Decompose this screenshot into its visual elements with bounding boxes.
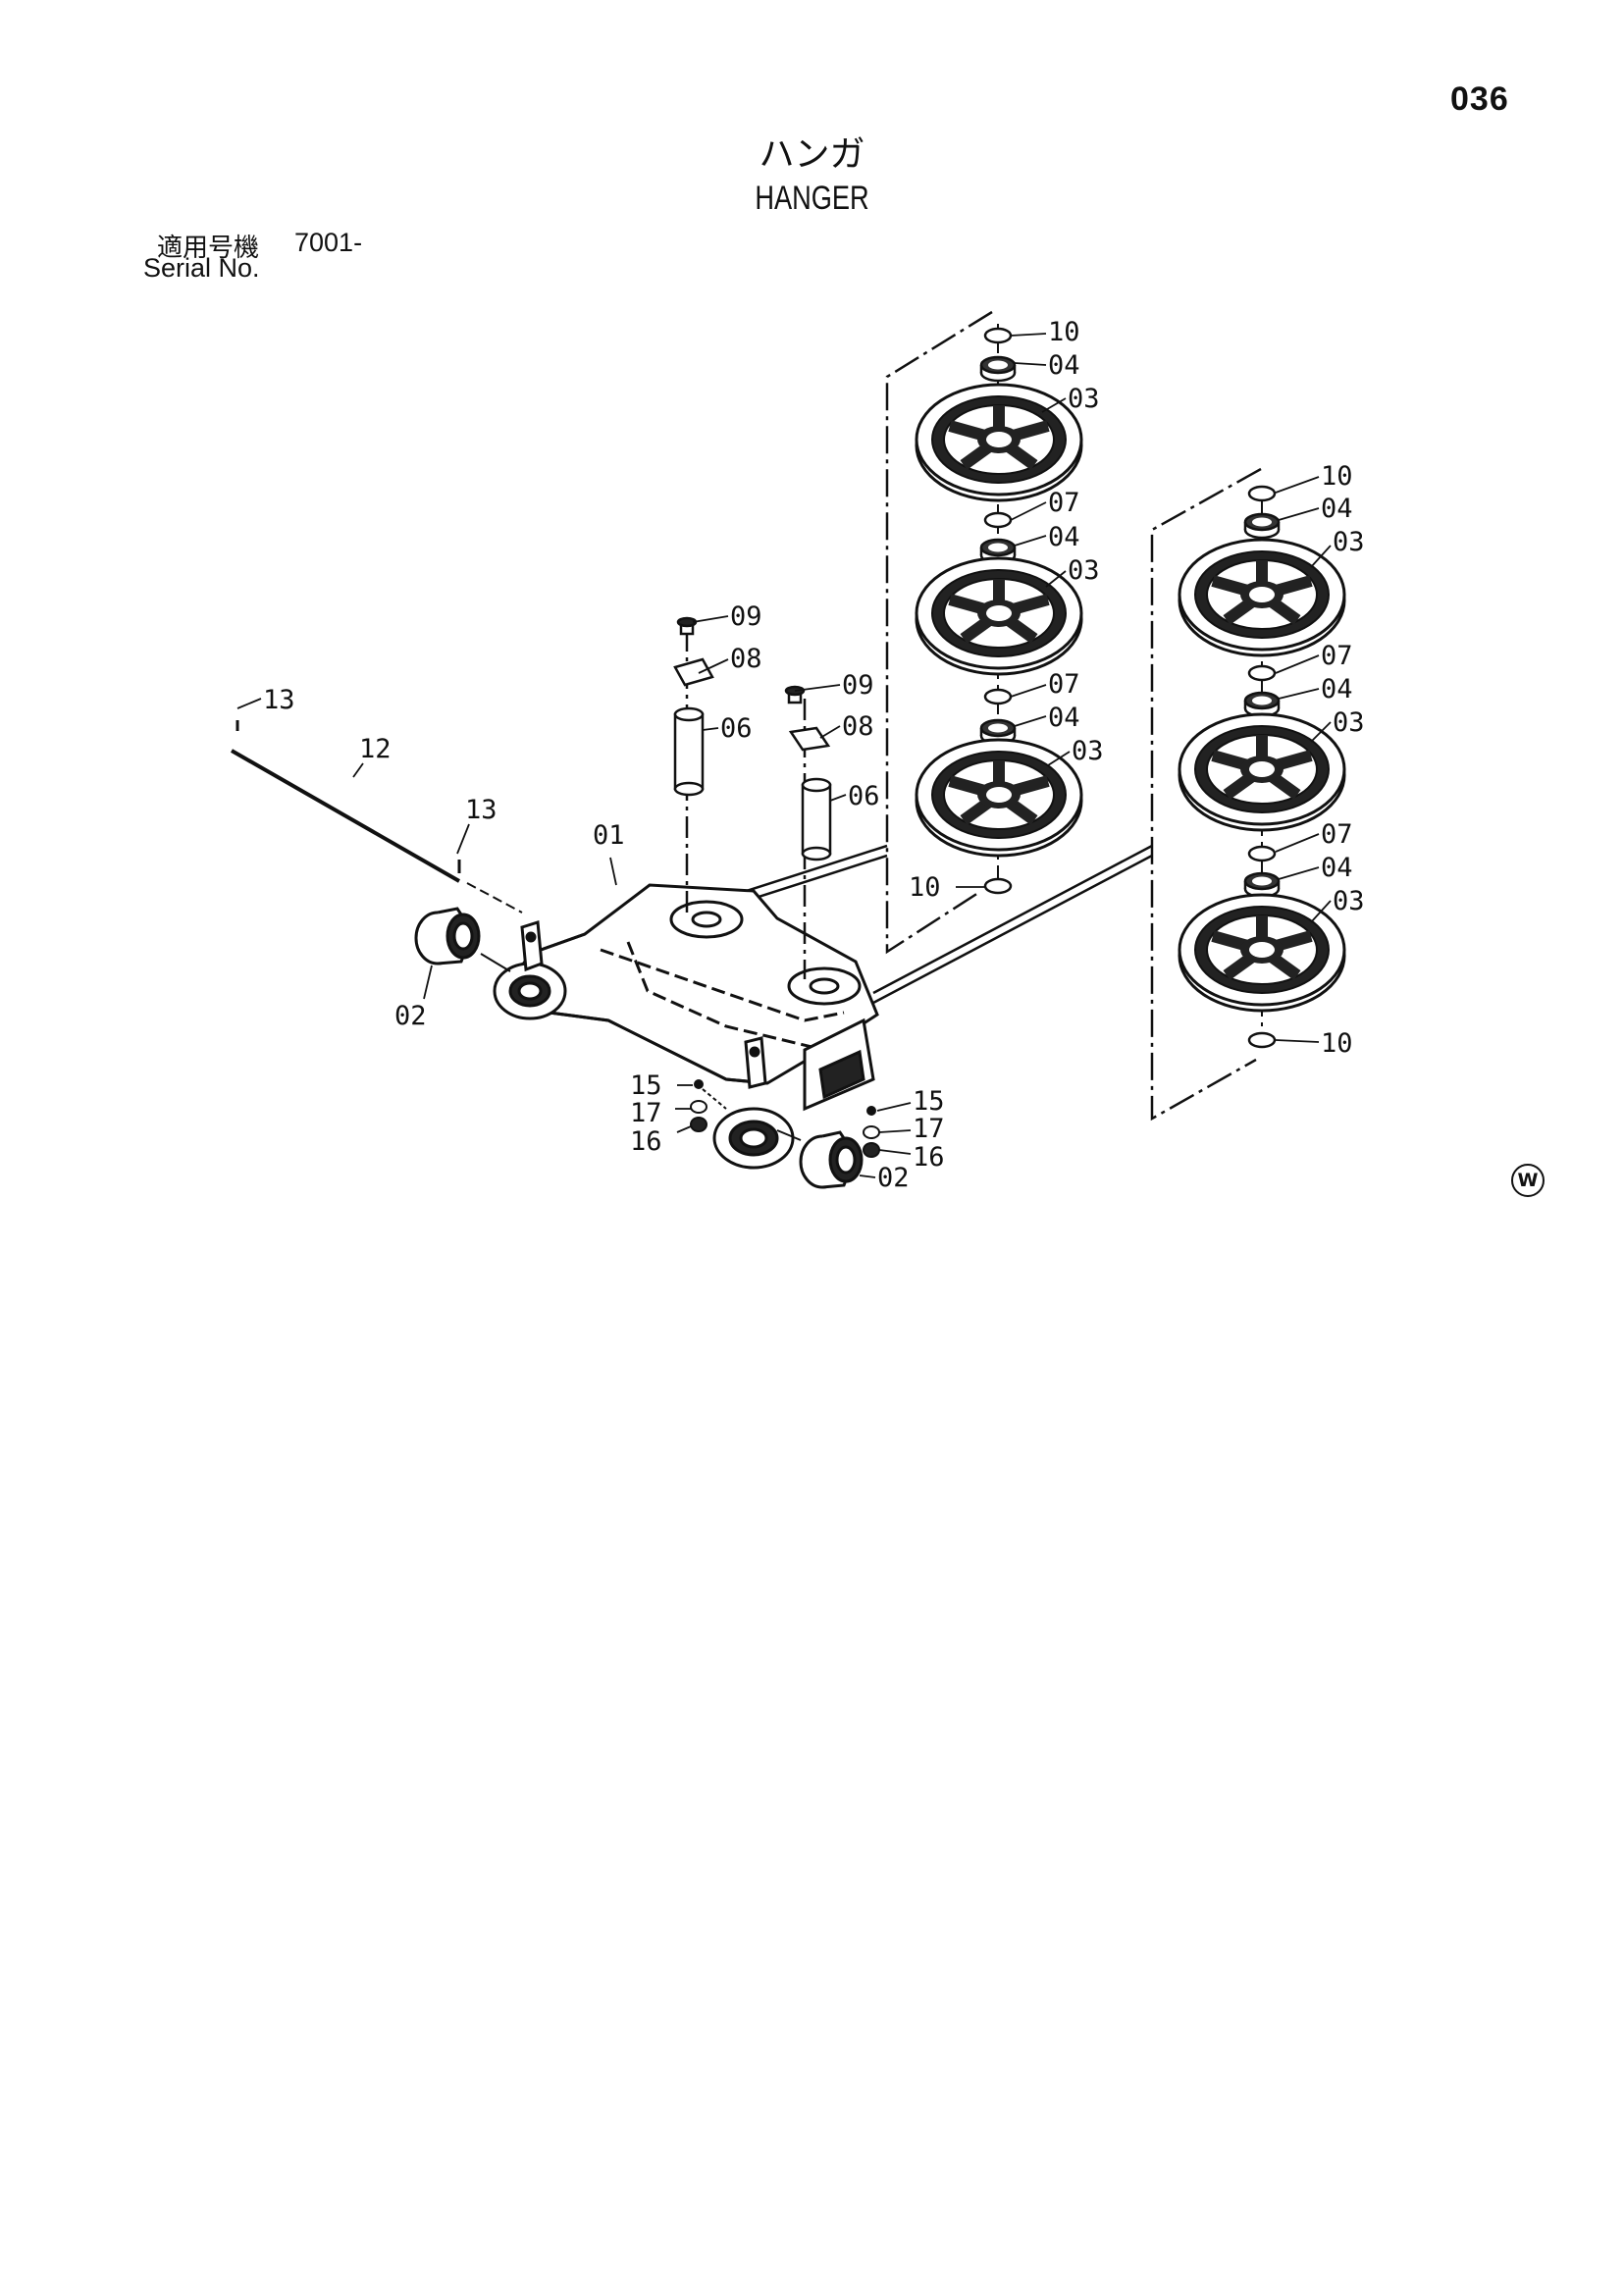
callout-09: 09 <box>730 601 762 632</box>
sheave-stack-right <box>1150 467 1344 1122</box>
serial-label-english: Serial No. <box>143 253 260 283</box>
callout-13: 13 <box>263 685 295 715</box>
callout-03: 03 <box>1068 384 1100 414</box>
callout-02: 02 <box>394 1001 427 1031</box>
callout-16: 16 <box>630 1126 662 1157</box>
callout-09: 09 <box>842 670 874 701</box>
page-title-japanese: ハンガ <box>759 134 865 175</box>
manufacturer-mark-icon: W <box>1511 1164 1545 1197</box>
collar-parts <box>414 907 864 1189</box>
callout-03: 03 <box>1072 736 1104 766</box>
callout-10: 10 <box>909 872 941 903</box>
callout-04: 04 <box>1048 350 1080 381</box>
sheave-stack-left <box>885 310 1081 955</box>
callout-15: 15 <box>913 1086 945 1117</box>
page-title-english: HANGER <box>755 180 869 217</box>
callout-10: 10 <box>1048 317 1080 347</box>
callout-08: 08 <box>842 711 874 742</box>
page-number: 036 <box>1450 80 1509 118</box>
callout-03: 03 <box>1333 886 1365 916</box>
serial-value: 7001- <box>294 228 363 257</box>
grease-fittings <box>690 1079 880 1158</box>
callout-03: 03 <box>1068 555 1100 586</box>
callout-16: 16 <box>913 1142 945 1173</box>
callout-10: 10 <box>1321 1028 1353 1059</box>
callout-03: 03 <box>1333 527 1365 557</box>
callout-15: 15 <box>630 1070 662 1101</box>
callout-04: 04 <box>1321 674 1353 704</box>
callout-13: 13 <box>465 795 498 825</box>
callout-04: 04 <box>1321 853 1353 883</box>
leader-lines <box>236 333 1332 1178</box>
callout-17: 17 <box>630 1098 662 1128</box>
callout-06: 06 <box>848 781 880 811</box>
callout-10: 10 <box>1321 461 1353 492</box>
rod-and-pins <box>231 720 523 913</box>
callout-labels: 10 04 03 07 04 03 07 04 03 10 10 04 03 0… <box>263 317 1365 1193</box>
callout-08: 08 <box>730 644 762 674</box>
callout-02: 02 <box>877 1163 910 1193</box>
callout-07: 07 <box>1048 488 1080 518</box>
callout-03: 03 <box>1333 707 1365 738</box>
callout-04: 04 <box>1048 522 1080 552</box>
pin-assemblies <box>673 616 832 979</box>
callout-07: 07 <box>1321 819 1353 850</box>
callout-01: 01 <box>593 820 625 851</box>
callout-04: 04 <box>1048 703 1080 733</box>
callout-07: 07 <box>1321 641 1353 671</box>
callout-07: 07 <box>1048 669 1080 700</box>
hanger-frame <box>507 883 879 1112</box>
serial-label-japanese: 適用号機 <box>157 234 260 263</box>
callout-04: 04 <box>1321 494 1353 524</box>
hanger-bosses <box>493 920 795 1170</box>
callout-12: 12 <box>359 734 392 764</box>
callout-17: 17 <box>913 1114 945 1144</box>
callout-06: 06 <box>720 713 753 744</box>
